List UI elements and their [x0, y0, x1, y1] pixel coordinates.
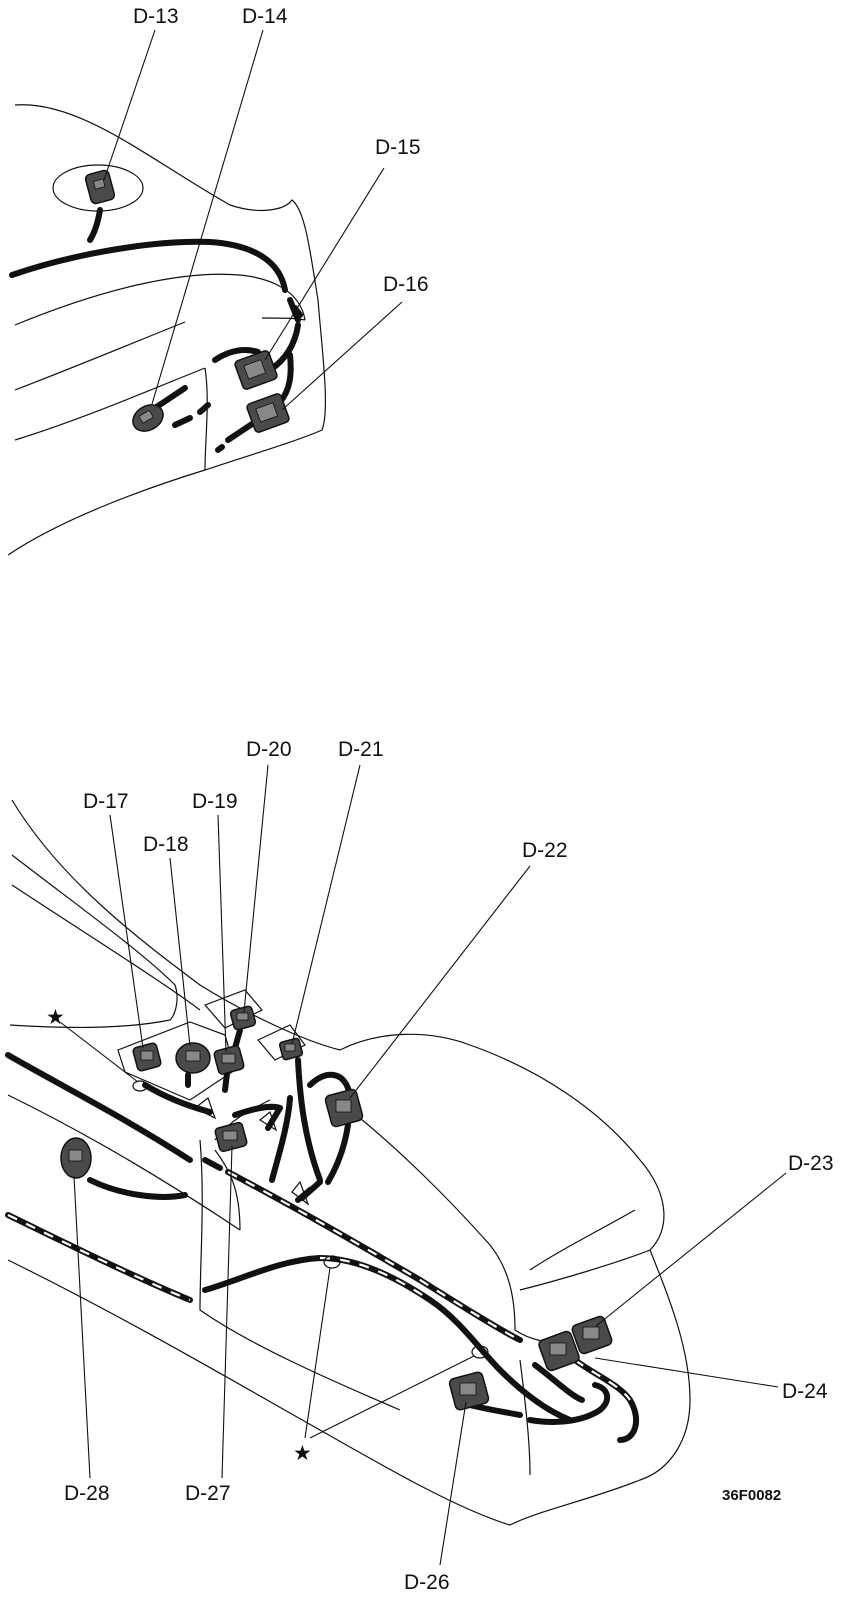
label-d13: D-13 — [133, 5, 179, 28]
harness-arrows — [193, 1097, 323, 1206]
figure-code: 36F0082 — [722, 1487, 781, 1504]
label-d17: D-17 — [83, 790, 129, 813]
connector-d14-icon — [132, 404, 164, 432]
label-d20: D-20 — [246, 738, 292, 761]
bottom-leader-lines — [59, 764, 787, 1566]
connector-d19-icon — [213, 1045, 245, 1075]
top-leader-lines — [103, 29, 403, 411]
label-d26: D-26 — [404, 1571, 450, 1594]
label-d24: D-24 — [782, 1380, 828, 1403]
connector-d22-icon — [324, 1088, 364, 1128]
label-d18: D-18 — [143, 833, 189, 856]
connector-d17-icon — [132, 1042, 162, 1072]
top-view: D-13 D-14 D-15 D-16 — [7, 5, 429, 556]
bottom-harness — [5, 1027, 640, 1443]
star-symbol-upper: ★ — [46, 1006, 65, 1029]
connector-d27-icon — [214, 1121, 248, 1153]
connector-d28-icon — [60, 1137, 92, 1179]
label-d19: D-19 — [192, 790, 238, 813]
top-body-outline — [7, 104, 327, 556]
connector-d13-icon — [84, 169, 116, 205]
grommet-rings — [132, 1080, 489, 1359]
label-d27: D-27 — [185, 1482, 231, 1505]
connector-d21-icon — [278, 1037, 304, 1061]
connector-d24-icon — [538, 1330, 580, 1372]
label-d14: D-14 — [242, 5, 288, 28]
star-symbol-lower: ★ — [293, 1442, 312, 1465]
connector-d26-icon — [448, 1371, 490, 1411]
label-d28: D-28 — [64, 1482, 110, 1505]
connector-d15-icon — [234, 350, 278, 390]
connector-d16-icon — [246, 393, 290, 433]
label-d16: D-16 — [383, 273, 429, 296]
label-d22: D-22 — [522, 839, 568, 862]
connector-d18-icon — [175, 1042, 211, 1074]
connector-d23-icon — [571, 1315, 613, 1355]
connector-d20-icon — [229, 1005, 257, 1031]
label-d21: D-21 — [338, 738, 384, 761]
label-d15: D-15 — [375, 136, 421, 159]
label-d23: D-23 — [788, 1152, 834, 1175]
bottom-view: ★ ★ D-17 D-18 D-19 D-20 D-21 D-22 D-23 D… — [5, 738, 834, 1594]
